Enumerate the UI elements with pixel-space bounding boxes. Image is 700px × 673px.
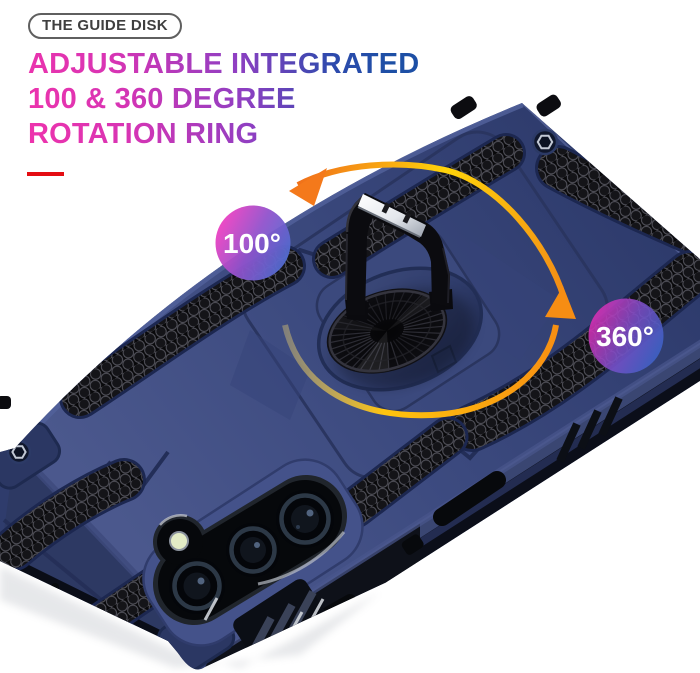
- svg-text:100°: 100°: [223, 228, 281, 259]
- svg-text:360°: 360°: [596, 321, 654, 352]
